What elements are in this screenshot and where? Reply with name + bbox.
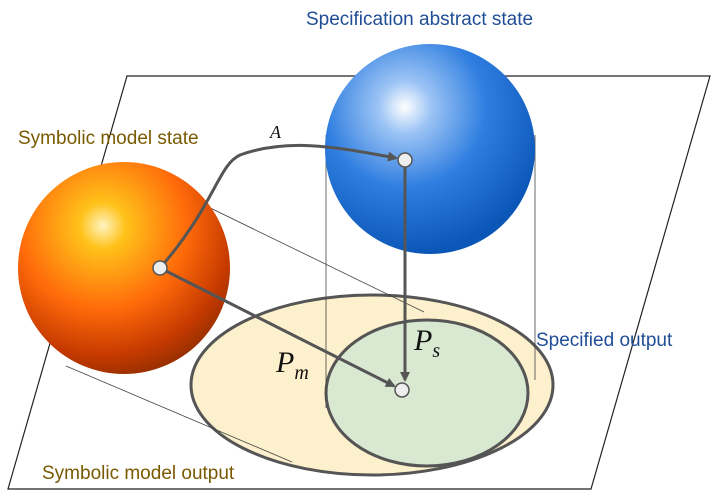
model-state-label: Symbolic model state — [18, 128, 199, 149]
abstraction-label: A — [269, 122, 282, 142]
pm-label: Pm — [275, 346, 309, 384]
spec-state-label: Specification abstract state — [306, 9, 533, 30]
abstraction-arrow — [158, 143, 398, 269]
symbolic-model-state-sphere — [18, 162, 230, 374]
model-output-label: Symbolic model output — [42, 463, 235, 484]
specified-output-label: Specified output — [536, 330, 673, 351]
specification-state-sphere — [325, 44, 535, 254]
pm-arrow — [159, 266, 396, 388]
model-state-point — [152, 260, 168, 276]
projection-plane — [7, 75, 711, 490]
spec-state-point — [397, 152, 413, 168]
projection-line — [65, 365, 293, 463]
ps-label: Ps — [413, 324, 440, 362]
output-point — [394, 382, 410, 398]
